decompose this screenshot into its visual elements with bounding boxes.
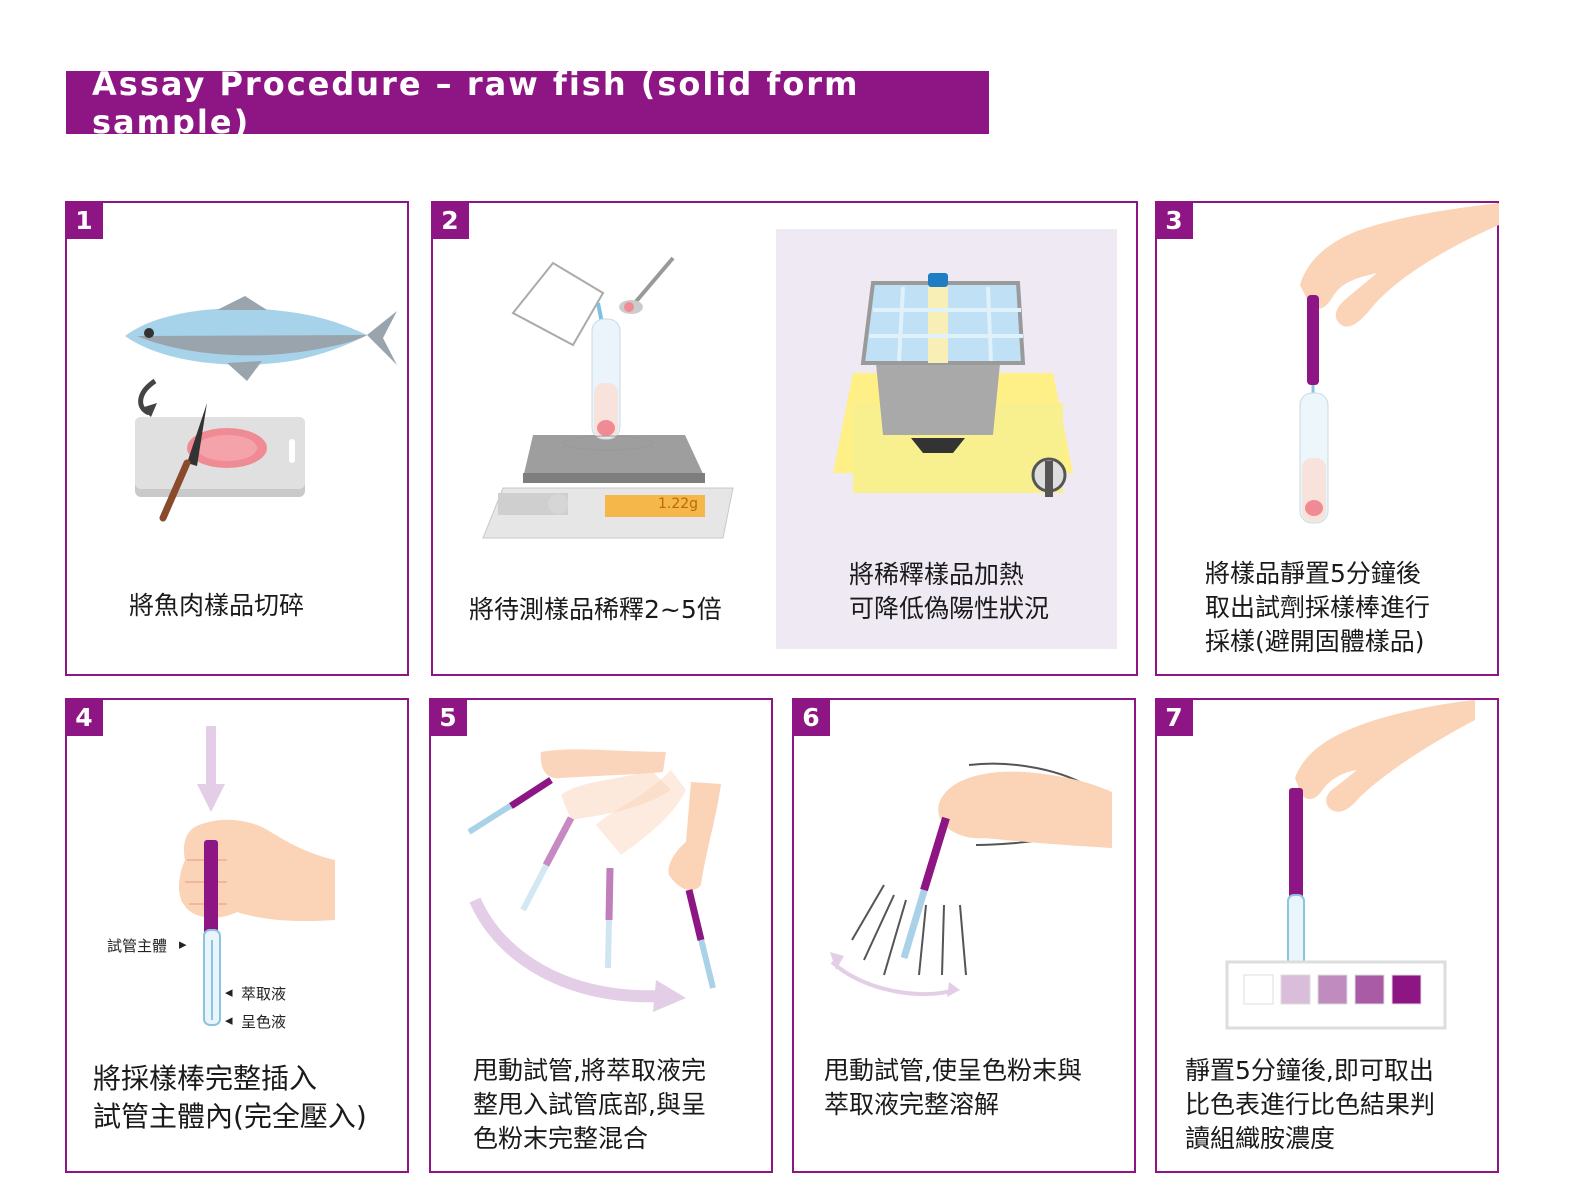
down-arrow-icon xyxy=(197,726,225,812)
pointer-icon: ◂ xyxy=(225,1011,233,1029)
hand-icon xyxy=(179,819,335,922)
dilution-and-heating-illustration xyxy=(482,256,1073,539)
hand-icon xyxy=(1295,700,1475,812)
sampling-illustration xyxy=(1299,203,1499,524)
swing-arrow-icon xyxy=(830,952,960,997)
step-number: 1 xyxy=(65,201,103,239)
color-swatch xyxy=(1317,974,1348,1005)
scale-icon xyxy=(482,435,734,539)
swing-arrow-icon xyxy=(469,897,686,1012)
insert-swab-illustration xyxy=(179,726,335,1026)
color-compare-illustration xyxy=(1225,700,1475,1030)
pointer-icon: ◂ xyxy=(225,983,233,1001)
knife-icon xyxy=(159,403,207,522)
test-tube-icon xyxy=(900,816,950,960)
hand-icon xyxy=(668,782,721,891)
step-7-panel: 7 靜置5分鐘後,即可取出 比色表進行比色結果判 讀組織胺濃度 xyxy=(1155,698,1499,1173)
step-6-caption: 甩動試管,使呈色粉末與 萃取液完整溶解 xyxy=(824,1056,1082,1119)
shake-tube-illustration xyxy=(467,749,721,1012)
step-7-caption: 靜置5分鐘後,即可取出 比色表進行比色結果判 讀組織胺濃度 xyxy=(1185,1056,1436,1153)
title-banner: Assay Procedure – raw fish (solid form s… xyxy=(66,65,989,141)
test-tube-icon xyxy=(685,889,716,989)
pointer-icon: ▸ xyxy=(179,935,187,953)
step-number: 4 xyxy=(65,698,103,736)
step-5-panel: 5 甩動試管,將萃取液完 整甩入試管底部,與呈 色粉末完整混合 xyxy=(429,698,773,1173)
heating-note: 將稀釋樣品加熱 可降低偽陽性狀況 xyxy=(849,560,1050,623)
page-title: Assay Procedure – raw fish (solid form s… xyxy=(92,64,860,141)
color-solution-label: 呈色液 xyxy=(241,1013,287,1031)
step-number: 7 xyxy=(1155,698,1193,736)
step-4-caption: 將採樣棒完整插入 試管主體內(完全壓入) xyxy=(93,1062,367,1133)
step-3-panel: 3 將樣品靜置5分鐘後 取出試劑採樣棒進行 採樣(避開固體樣品) xyxy=(1155,201,1499,676)
spoon-icon xyxy=(619,256,675,314)
test-tube-icon xyxy=(467,777,553,835)
step-4-panel: 4 試管主體 ▸ ◂ 萃取液 ◂ 呈色液 將採樣棒完整插入 試管主體內(完全壓入… xyxy=(65,698,409,1173)
step-3-caption: 將樣品靜置5分鐘後 取出試劑採樣棒進行 採樣(避開固體樣品) xyxy=(1205,559,1431,656)
test-tube-icon xyxy=(1299,392,1329,524)
step-number: 6 xyxy=(792,698,830,736)
step-1-caption: 將魚肉樣品切碎 xyxy=(129,591,305,620)
heating-pot-icon xyxy=(833,273,1073,497)
hand-icon xyxy=(938,771,1112,848)
fish-cutting-illustration xyxy=(125,296,397,522)
dissolve-illustration xyxy=(830,762,1112,997)
hand-icon xyxy=(540,749,666,779)
color-chart-card xyxy=(1225,960,1447,1030)
scale-reading: 1.22g xyxy=(658,496,699,512)
step-6-panel: 6 甩動試管,使呈色粉末與 萃取液完整溶解 xyxy=(792,698,1136,1173)
step-2-caption: 將待測樣品稀釋2~5倍 xyxy=(469,595,722,624)
beaker-icon xyxy=(511,261,605,347)
cutting-board-icon xyxy=(135,417,305,497)
step-number: 3 xyxy=(1155,201,1193,239)
test-tube-icon xyxy=(562,318,654,451)
step-number: 5 xyxy=(429,698,467,736)
color-swatch xyxy=(1354,974,1385,1005)
test-tube-body-icon xyxy=(203,840,221,1026)
step-2-panel: 2 xyxy=(431,201,1138,676)
tube-body-label: 試管主體 xyxy=(107,937,168,955)
test-tube-icon xyxy=(1287,788,1305,991)
color-swatch xyxy=(1243,974,1274,1005)
fish-icon xyxy=(125,296,397,381)
step-5-caption: 甩動試管,將萃取液完 整甩入試管底部,與呈 色粉末完整混合 xyxy=(473,1056,706,1153)
color-swatch xyxy=(1280,974,1311,1005)
step-1-panel: 1 將魚肉樣品切碎 xyxy=(65,201,409,676)
color-swatch xyxy=(1391,974,1422,1005)
hand-icon xyxy=(1300,203,1499,327)
step-number: 2 xyxy=(431,201,469,239)
extract-label: 萃取液 xyxy=(241,985,287,1003)
